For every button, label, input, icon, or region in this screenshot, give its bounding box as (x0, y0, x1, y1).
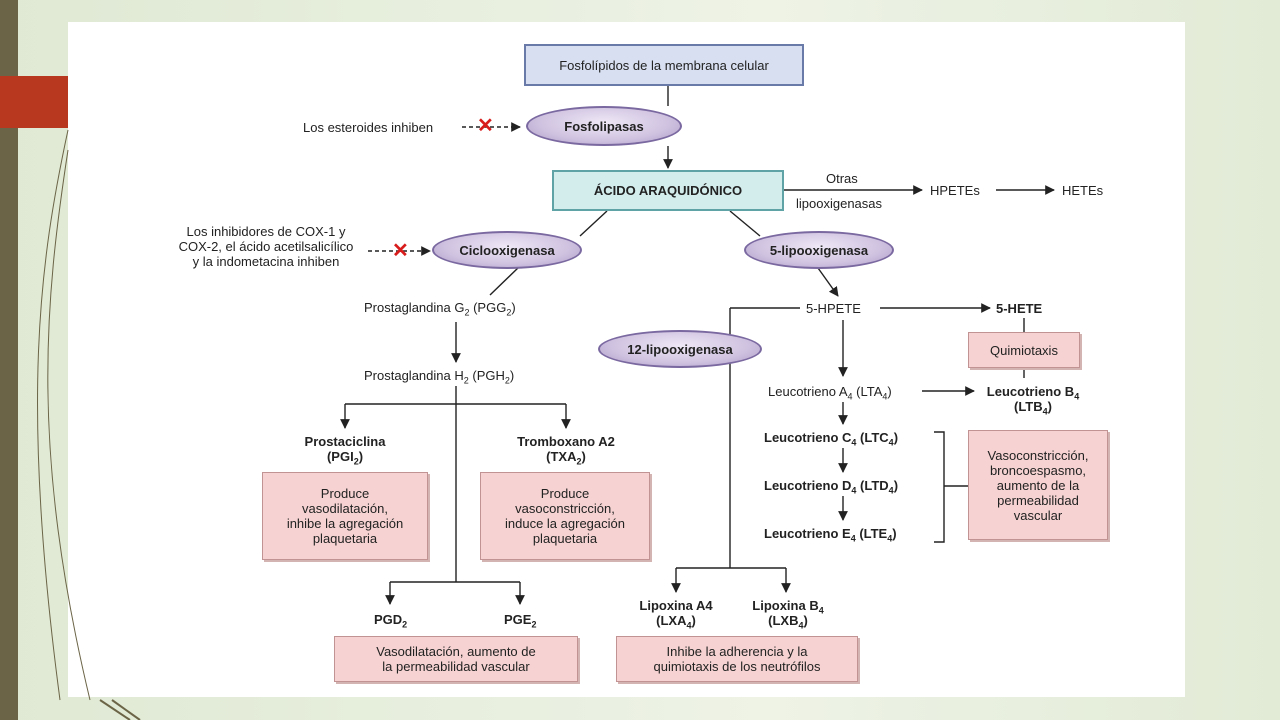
pgh2-label: Prostaglandina H2 (PGH2) (364, 368, 515, 386)
lxb4-label: Lipoxina B4 (LXB4) (752, 598, 824, 631)
ciclooxigenasa-label: Ciclooxigenasa (459, 242, 555, 258)
steroids-inhibit-label: Los esteroides inhiben (303, 120, 434, 135)
enzyme-5-lipooxigenasa: 5-lipooxigenasa (744, 231, 894, 269)
lipo12-label: 12-lipooxigenasa (627, 341, 733, 357)
pgd2-label: PGD2 (374, 612, 408, 630)
hpete5-label: 5-HPETE (806, 301, 861, 316)
tromboxano-effect-box: Produce vasoconstricción, induce la agre… (480, 472, 650, 560)
hetes-label: HETEs (1062, 183, 1104, 198)
lipooxigenasas-label: lipooxigenasas (796, 196, 883, 211)
prostaciclina-label: Prostaciclina (PGI2) (304, 434, 386, 467)
pgd-pge-effect-box: Vasodilatación, aumento de la permeabili… (334, 636, 578, 682)
prostaciclina-effect-box: Produce vasodilatación, inhibe la agrega… (262, 472, 428, 560)
membrane-phospholipids-box: Fosfolípidos de la membrana celular (524, 44, 804, 86)
hpetes-label: HPETEs (930, 183, 980, 198)
lxa4-label: Lipoxina A4 (LXA4) (639, 598, 713, 631)
arachidonic-acid-box: ÁCIDO ARAQUIDÓNICO (552, 170, 784, 211)
hete5-label: 5-HETE (996, 301, 1043, 316)
cox-inhibitors-label: Los inhibidores de COX-1 y COX-2, el áci… (178, 224, 354, 269)
otras-label: Otras (826, 171, 858, 186)
inhibit-x-icon: ✕ (392, 240, 409, 262)
fosfolipasas-label: Fosfolipasas (564, 118, 644, 134)
ltd4-label: Leucotrieno D4 (LTD4) (764, 478, 899, 496)
quimiotaxis-label: Quimiotaxis (990, 342, 1058, 358)
leucotrienos-effect-box: Vasoconstricción, broncoespasmo, aumento… (968, 430, 1108, 540)
left-decorative-bar (0, 0, 18, 720)
enzyme-ciclooxigenasa: Ciclooxigenasa (432, 231, 582, 269)
enzyme-fosfolipasas: Fosfolipasas (526, 106, 682, 146)
accent-bar (0, 76, 68, 128)
lipoxinas-effect-box: Inhibe la adherencia y la quimiotaxis de… (616, 636, 858, 682)
pge2-label: PGE2 (504, 612, 537, 630)
inhibit-x-icon: ✕ (477, 115, 494, 137)
pgg2-label: Prostaglandina G2 (PGG2) (364, 300, 516, 318)
tromboxano-label: Tromboxano A2 (TXA2) (517, 434, 615, 467)
quimiotaxis-box: Quimiotaxis (968, 332, 1080, 368)
acido-label: ÁCIDO ARAQUIDÓNICO (593, 183, 743, 198)
membrane-label: Fosfolípidos de la membrana celular (559, 57, 769, 73)
ltc4-label: Leucotrieno C4 (LTC4) (764, 430, 899, 448)
lta4-label: Leucotrieno A4 (LTA4) (768, 384, 892, 402)
lte4-label: Leucotrieno E4 (LTE4) (764, 526, 897, 544)
lipo5-label: 5-lipooxigenasa (769, 242, 869, 258)
enzyme-12-lipooxigenasa: 12-lipooxigenasa (598, 330, 762, 368)
ltb4-label: Leucotrieno B4 (LTB4) (986, 384, 1080, 417)
